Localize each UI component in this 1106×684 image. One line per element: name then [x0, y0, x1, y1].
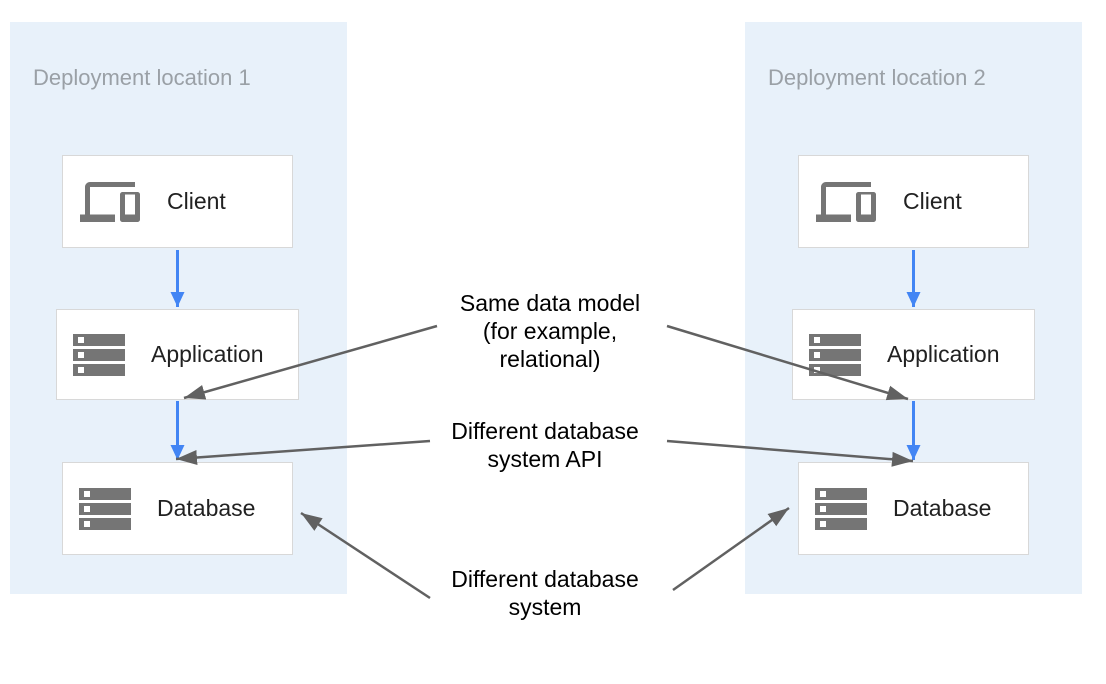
- database-node-left: Database: [62, 462, 293, 555]
- annotation-line: Different database: [451, 566, 639, 592]
- node-label: Application: [151, 341, 264, 367]
- storage-icon: [809, 333, 861, 376]
- devices-icon: [79, 177, 141, 227]
- storage-icon: [79, 487, 131, 530]
- annotation-line: system: [508, 594, 582, 620]
- devices-icon: [815, 177, 877, 227]
- annotation-different-database-api: Different database system API: [425, 417, 665, 473]
- database-node-right: Database: [798, 462, 1029, 555]
- storage-icon: [815, 487, 867, 530]
- panel-title-1: Deployment location 1: [33, 65, 251, 90]
- client-node-left: Client: [62, 155, 293, 248]
- panel-title-2: Deployment location 2: [768, 65, 986, 90]
- node-label: Client: [903, 188, 962, 214]
- annotation-line: system API: [487, 446, 603, 472]
- node-label: Application: [887, 341, 1000, 367]
- application-node-left: Application: [56, 309, 299, 400]
- annotation-line: relational): [499, 346, 601, 372]
- annotation-line: Same data model: [459, 290, 641, 316]
- node-label: Database: [893, 495, 992, 521]
- application-node-right: Application: [792, 309, 1035, 400]
- annotation-line: Different database: [451, 418, 639, 444]
- storage-icon: [73, 333, 125, 376]
- client-node-right: Client: [798, 155, 1029, 248]
- annotation-different-database-system: Different database system: [425, 565, 665, 621]
- annotation-same-data-model: Same data model (for example, relational…: [430, 289, 670, 373]
- node-label: Client: [167, 188, 226, 214]
- node-label: Database: [157, 495, 256, 521]
- annotation-line: (for example,: [482, 318, 618, 344]
